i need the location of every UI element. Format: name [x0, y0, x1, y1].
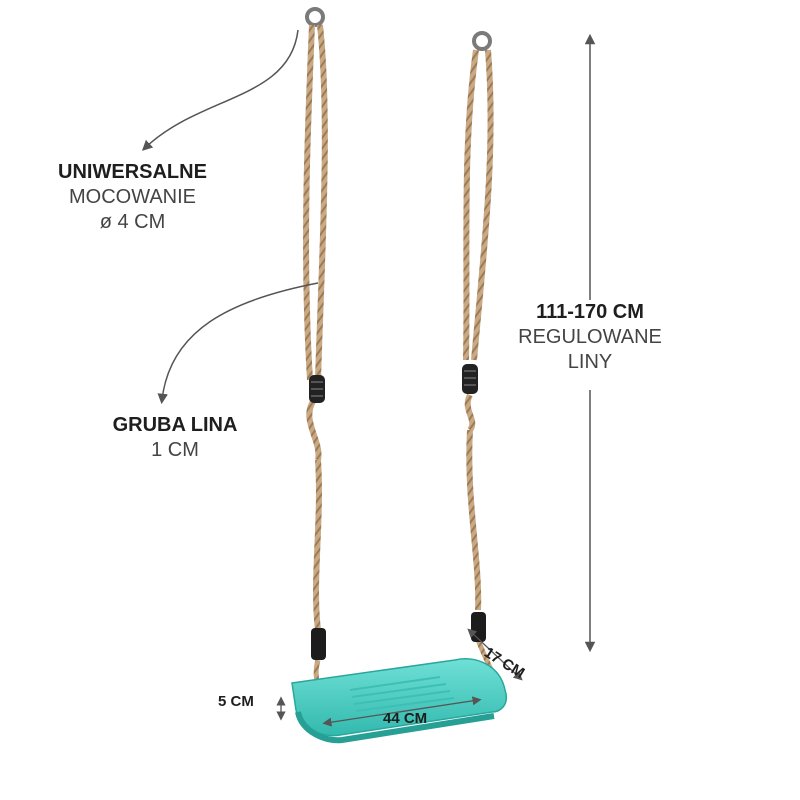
attachment-line1: MOCOWANIE: [68, 186, 197, 208]
swing-seat: [291, 658, 507, 744]
attachment-callout-arrow: [141, 29, 299, 151]
rope-annotation: GRUBA LINA 1 CM: [85, 413, 265, 463]
seat-height-label: 5 CM: [218, 693, 254, 710]
right-seat-clip: [471, 612, 486, 642]
left-rope: [303, 24, 333, 717]
left-adjuster: [309, 375, 325, 403]
width-dimension-arrow: [322, 696, 482, 727]
attachment-annotation: UNIWERSALNE MOCOWANIE ø 4 CM: [30, 160, 235, 235]
rope-line1: 1 CM: [151, 439, 199, 461]
rope-title: GRUBA LINA: [112, 414, 238, 436]
length-annotation: 111-170 CM REGULOWANE LINY: [495, 300, 685, 375]
length-line1: REGULOWANE: [518, 326, 662, 348]
left-seat-clip: [311, 628, 326, 660]
right-adjuster: [462, 364, 478, 394]
seat-width-label: 44 CM: [383, 710, 428, 727]
depth-dimension-arrow: [467, 628, 523, 681]
attachment-line2: ø 4 CM: [99, 211, 166, 233]
length-title: 111-170 CM: [536, 301, 644, 323]
right-ring: [472, 31, 492, 51]
attachment-title: UNIWERSALNE: [58, 161, 207, 183]
length-line2: LINY: [567, 351, 613, 373]
left-ring: [305, 7, 325, 27]
rope-callout-arrow: [157, 282, 319, 405]
